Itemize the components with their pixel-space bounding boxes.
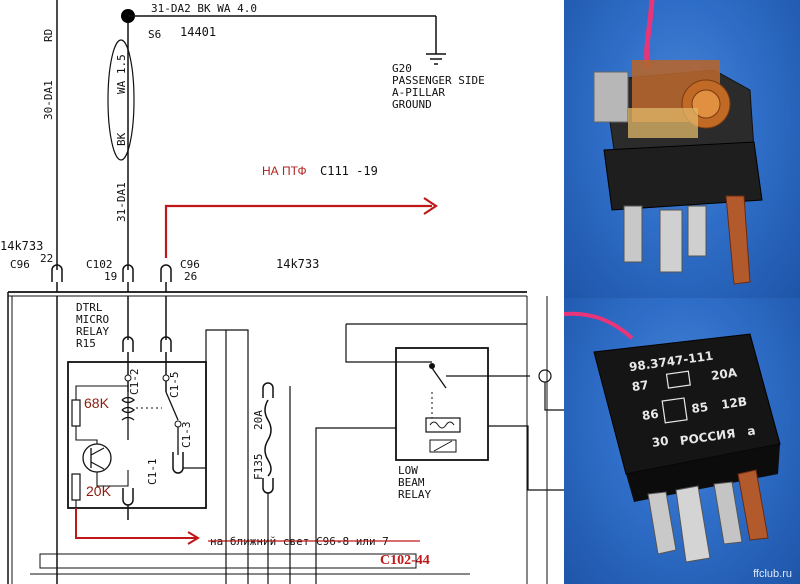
relay-pin-86: 86 [641, 407, 659, 423]
c96-left-label: C96 [10, 258, 30, 271]
open-relay-illustration [593, 0, 763, 285]
relay-pin-85: 85 [691, 400, 709, 416]
relay-voltage: 12B [720, 394, 748, 411]
low-beam-terminal [538, 369, 552, 383]
low-beam-label-1: LOW [398, 464, 418, 477]
dtrl-label-3: RELAY [76, 325, 109, 338]
connector-c96-26 [160, 264, 172, 282]
fuse-f135 [262, 382, 274, 494]
resistor-68k [71, 399, 81, 427]
relay-closed-photo: 98.3747-111 87 20A 86 85 12B 30 РОССИЯ a… [564, 298, 800, 584]
wire-rd-label: RD [42, 29, 55, 42]
harness-mid-label: 14k733 [276, 257, 319, 271]
c102-pin: 19 [104, 270, 117, 283]
c96-right-pin: 26 [184, 270, 197, 283]
dtrl-label-2: MICRO [76, 313, 109, 326]
wire-30-da1-label: 30-DA1 [42, 80, 55, 120]
wire-marking-ellipse [107, 39, 135, 161]
wiring-schematic: 31-DA2 BK WA 4.0 S6 14401 G20 PASSENGER … [0, 0, 564, 584]
wire-31-da1-label: 31-DA1 [115, 182, 128, 222]
bottom-harness-box [39, 553, 417, 569]
c102-44-label: C102-44 [380, 553, 430, 568]
connector-c96-22 [51, 264, 63, 282]
harness-left-label: 14k733 [0, 239, 43, 253]
ptf-label: НА ПТФ [262, 164, 307, 178]
low-beam-label-3: RELAY [398, 488, 431, 501]
top-wire-label: 31-DA2 BK WA 4.0 [151, 2, 257, 15]
dtrl-label-1: DTRL [76, 301, 103, 314]
relay-pin-87: 87 [631, 378, 649, 394]
low-beam-label-2: BEAM [398, 476, 425, 489]
transistor [82, 443, 112, 473]
closed-relay-illustration: 98.3747-111 87 20A 86 85 12B 30 РОССИЯ a [564, 311, 781, 563]
pin-c1-3: C1-3 [180, 422, 193, 449]
wire-wa-15-label: WA 1.5 [115, 54, 128, 94]
c96-left-pin: 22 [40, 252, 53, 265]
resistor-20k [71, 473, 81, 501]
c96-right-label: C96 [180, 258, 200, 271]
c111-label: C111 -19 [320, 164, 378, 178]
watermark: ffclub.ru [753, 568, 792, 580]
relay-switch [165, 391, 179, 421]
dtrl-label-4: R15 [76, 337, 96, 350]
relay-rating: 20A [710, 365, 738, 383]
ground-label-3: GROUND [392, 98, 432, 111]
low-beam-relay-box [395, 347, 489, 461]
fuse-id-label: F135 [252, 454, 265, 481]
ptf-arrow [423, 197, 438, 215]
relay-pin-30: 30 [651, 434, 669, 450]
low-beam-coil [425, 417, 461, 433]
ground-symbol [426, 53, 446, 65]
ground-code: G20 [392, 62, 412, 75]
wire-bk-label: BK [115, 132, 128, 146]
relay-logo-icon: a [746, 423, 756, 438]
connector-c102-19 [122, 264, 134, 282]
label-68k: 68K [84, 395, 110, 411]
splice-number: 14401 [180, 25, 216, 39]
pin-c1-2: C1-2 [128, 369, 141, 396]
pin-c1-1: C1-1 [146, 459, 159, 486]
ground-label-1: PASSENGER SIDE [392, 74, 485, 87]
low-beam-wire [75, 508, 196, 539]
ground-label-2: A-PILLAR [392, 86, 445, 99]
ptf-wire [164, 204, 432, 258]
c102-label: C102 [86, 258, 113, 271]
relay-open-photo [564, 0, 800, 298]
label-20k: 20K [86, 483, 112, 499]
splice-label: S6 [148, 28, 161, 41]
pin-c1-5: C1-5 [168, 372, 181, 399]
fuse-amp-label: 20A [252, 410, 265, 430]
